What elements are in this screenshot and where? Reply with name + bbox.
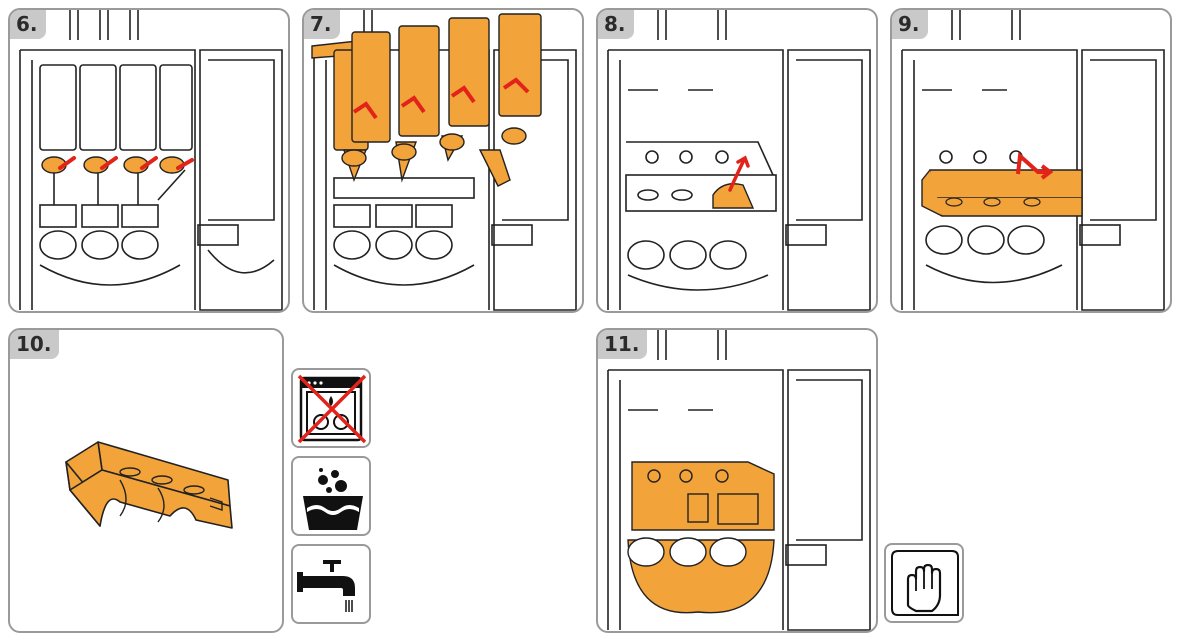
step-9-panel: 9. <box>890 8 1172 313</box>
step-10-illustration <box>65 441 233 529</box>
step-9-illustration <box>901 10 1165 311</box>
step-6-panel: 6. <box>8 8 290 313</box>
water-tap-icon <box>291 544 371 624</box>
dishwasher-crossed-icon <box>291 368 371 448</box>
step-number: 9. <box>892 10 928 39</box>
wash-basin-icon <box>291 456 371 536</box>
step-8-illustration <box>607 10 871 311</box>
step-number: 6. <box>10 10 46 39</box>
step-10-panel: 10. <box>8 328 284 633</box>
step-7-panel: 7. <box>302 8 584 313</box>
step-number: 8. <box>598 10 634 39</box>
step-8-panel: 8. <box>596 8 878 313</box>
step-number: 11. <box>598 330 648 359</box>
step-11-illustration <box>607 330 871 631</box>
step-11-panel: 11. <box>596 328 878 633</box>
wipe-hand-icon <box>884 543 964 623</box>
step-7-illustration <box>311 10 577 311</box>
step-number: 7. <box>304 10 340 39</box>
step-6-illustration <box>19 10 283 311</box>
step-number: 10. <box>10 330 60 359</box>
